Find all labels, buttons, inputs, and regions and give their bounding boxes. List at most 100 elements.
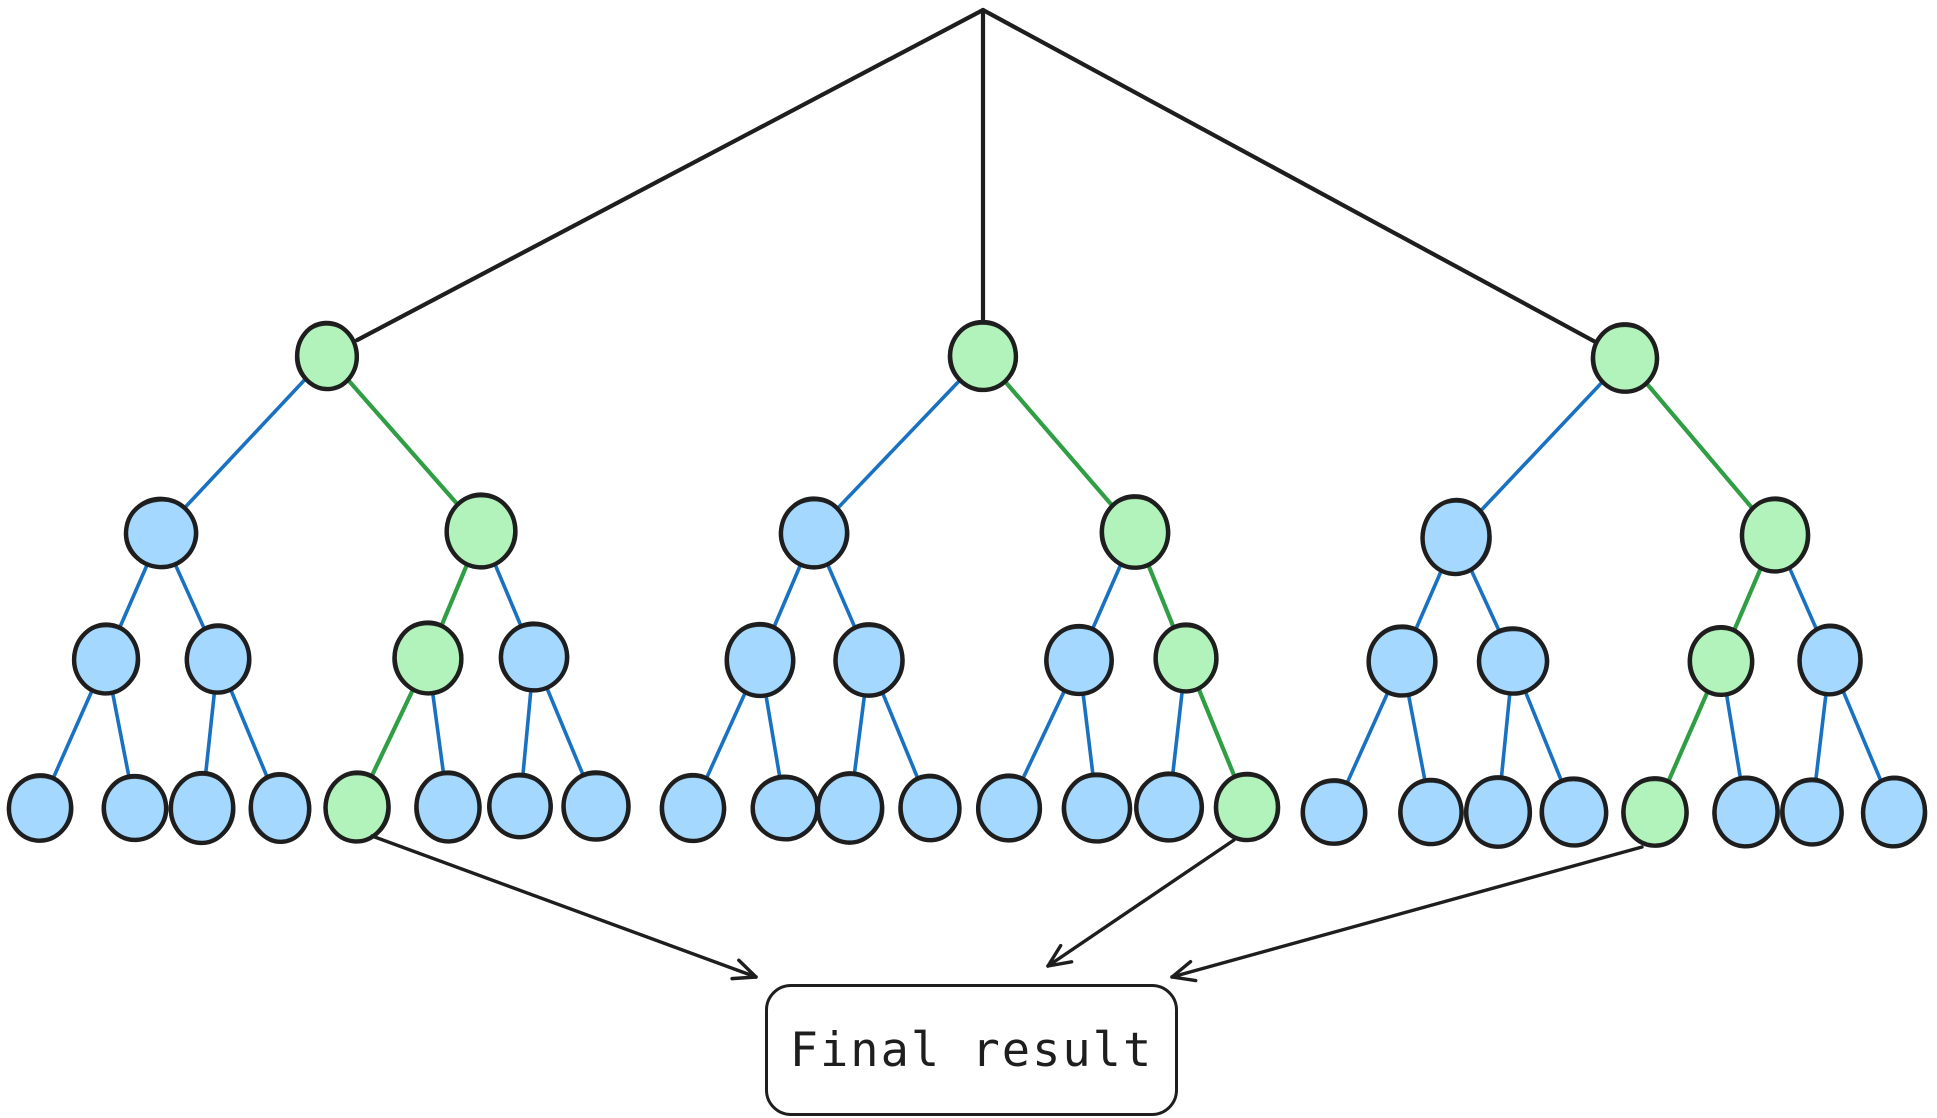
- tree3-node-10-blue: [1539, 776, 1609, 848]
- tree2-node-12-sketch: [1061, 775, 1133, 843]
- tree3-node-13-sketch: [1780, 780, 1844, 846]
- tree1-node-10-sketch: [248, 775, 312, 843]
- tree1-node-6-sketch: [498, 624, 570, 692]
- tree1-node-7-sketch: [6, 776, 74, 842]
- tree2-node-6-sketch: [1153, 625, 1219, 693]
- tree2-edge-0-2: [1000, 376, 1115, 508]
- tree1-edge-3-8: [110, 687, 131, 779]
- tree3-edge-2-5: [1731, 563, 1765, 633]
- tree2-edge-3-7: [704, 686, 750, 781]
- tree2-node-13-blue: [1134, 771, 1204, 843]
- tree1-edge-2-6: [491, 559, 524, 629]
- apex-line-3: [980, 7, 1598, 344]
- tree3-edge-6-14: [1840, 686, 1884, 785]
- tree3-edge-3-8: [1406, 689, 1427, 783]
- tree2-node-14-sketch: [1213, 775, 1281, 841]
- tree3-edge-5-12: [1724, 689, 1743, 783]
- tree3-edge-6-13: [1813, 688, 1829, 783]
- tree3-node-12-sketch: [1712, 778, 1780, 848]
- tree3-node-10-sketch: [1539, 779, 1609, 847]
- tree3-edge-0-1: [1478, 378, 1607, 514]
- tree3-edge-2-6: [1786, 563, 1819, 632]
- tree1-node-3-sketch: [71, 625, 141, 695]
- tree1-node-4-sketch: [184, 626, 252, 694]
- tree3-edge-1-4: [1467, 565, 1502, 633]
- tree1-node-5-green: [392, 620, 464, 696]
- tree2-edge-0-1: [836, 375, 965, 510]
- tree2-edge-2-6: [1145, 560, 1176, 630]
- tree2-node-0-sketch: [947, 323, 1019, 391]
- tree1-edge-6-14: [544, 683, 586, 779]
- tree2-node-10-sketch: [898, 776, 962, 842]
- tree3-edge-0-2: [1642, 378, 1755, 511]
- tree2-node-9-blue: [815, 771, 885, 845]
- tree3-node-5-sketch: [1687, 628, 1755, 696]
- tree1-edge-4-9: [203, 688, 217, 778]
- tree2-edge-3-8: [763, 688, 782, 779]
- tree1-edge-0-2: [344, 376, 460, 507]
- tree1-edge-1-4: [172, 561, 207, 631]
- tree2-node-11-sketch: [975, 776, 1043, 842]
- tree2-node-3-sketch: [724, 625, 796, 697]
- tree1-edge-5-11: [368, 683, 417, 781]
- tree3-node-14-blue: [1860, 775, 1928, 849]
- result-arrow-1: [370, 834, 758, 979]
- tree1-node-11-sketch: [323, 773, 391, 843]
- result-arrow-3: [1170, 845, 1644, 979]
- apex-line-1: [354, 7, 986, 343]
- tree3-node-6-blue: [1797, 623, 1863, 697]
- tree1-node-10-blue: [248, 771, 312, 845]
- result-arrowhead-3-1: [1170, 975, 1198, 983]
- tree3-node-0-sketch: [1590, 325, 1660, 393]
- tree1-node-9-sketch: [168, 774, 236, 844]
- tree2-node-10-blue: [898, 773, 962, 843]
- tree1-node-2-sketch: [444, 495, 518, 569]
- tree2-edge-1-4: [825, 561, 858, 632]
- tree1-node-12-blue: [414, 770, 482, 844]
- tree3-edge-1-3: [1413, 565, 1445, 633]
- result-arrow-2: [1046, 838, 1236, 968]
- tree1-node-1-sketch: [123, 500, 199, 568]
- tree2-node-12-blue: [1061, 772, 1133, 844]
- tree3-node-14-sketch: [1860, 778, 1928, 848]
- tree1-node-5-sketch: [392, 623, 464, 695]
- tree2-node-13-sketch: [1134, 774, 1205, 842]
- tree3-edge-5-11: [1665, 687, 1711, 785]
- final-result-box: Final result: [765, 984, 1178, 1116]
- tree2-node-9-sketch: [815, 774, 885, 844]
- result-arrowhead-1-0: [730, 975, 758, 981]
- tree2-edge-6-13: [1170, 687, 1185, 778]
- result-arrowhead-2-1: [1046, 960, 1074, 968]
- tree3-edge-4-9: [1499, 690, 1512, 782]
- tree1-node-0-sketch: [294, 324, 360, 390]
- tree3-edge-4-10: [1522, 687, 1564, 785]
- tree3-edge-3-7: [1345, 687, 1392, 785]
- tree1-edge-6-13: [521, 686, 533, 776]
- tree3-node-9-sketch: [1463, 778, 1533, 848]
- tree2-edge-1-3: [771, 561, 803, 632]
- tree1-edge-3-7: [51, 685, 96, 781]
- tree1-edge-0-1: [183, 376, 309, 510]
- tree1-edge-2-5: [438, 559, 471, 630]
- tree3-node-11-sketch: [1621, 779, 1689, 847]
- tree2-edge-2-5: [1090, 560, 1124, 632]
- tree1-node-3-blue: [71, 622, 141, 696]
- tree3-node-3-sketch: [1366, 627, 1438, 697]
- tree1-node-12-sketch: [414, 773, 482, 843]
- tree3-node-6-sketch: [1797, 626, 1863, 696]
- result-arrowhead-3-0: [1170, 960, 1193, 979]
- tree1-edge-4-10: [228, 685, 270, 781]
- tree1-node-13-sketch: [487, 775, 553, 839]
- tree1-edge-1-3: [117, 561, 150, 631]
- tree3-node-4-sketch: [1476, 629, 1550, 695]
- tree2-edge-6-14: [1195, 684, 1237, 780]
- tree2-node-1-sketch: [778, 499, 850, 569]
- tree1-node-7-blue: [6, 773, 74, 843]
- tree3-node-12-blue: [1712, 775, 1780, 849]
- tree2-node-7-sketch: [659, 776, 727, 842]
- tree1-node-8-sketch: [101, 777, 169, 841]
- tree1-edge-5-12: [430, 686, 446, 778]
- final-result-label: Final result: [789, 1022, 1154, 1078]
